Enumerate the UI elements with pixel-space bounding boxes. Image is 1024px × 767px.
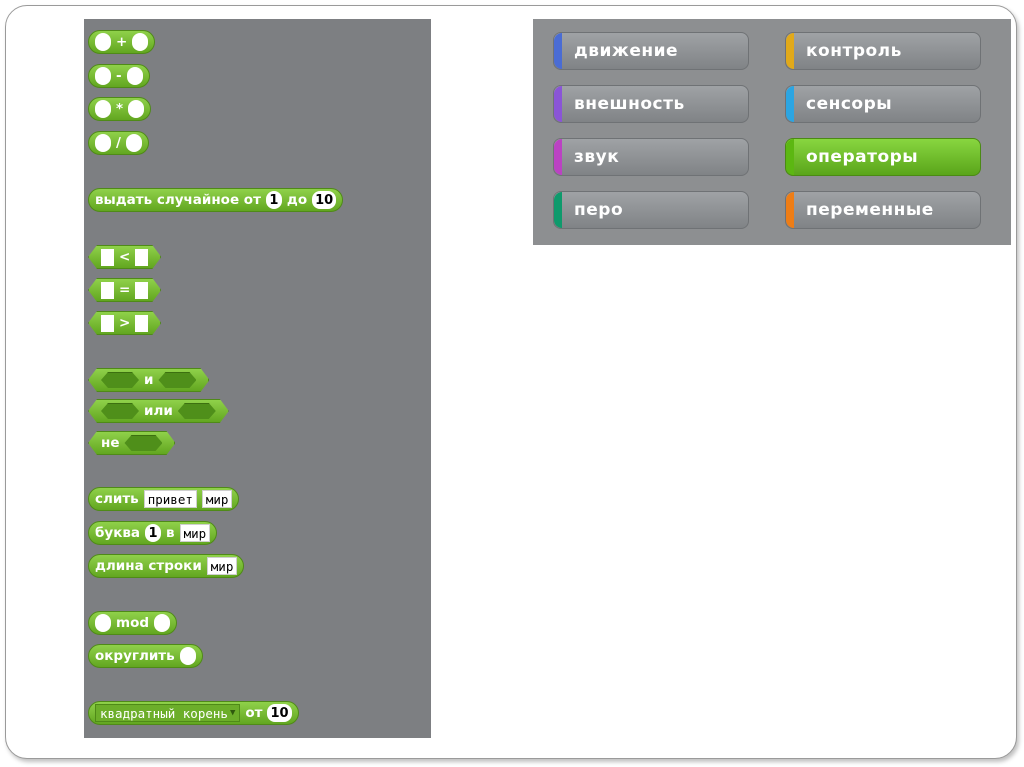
eq-right-slot[interactable] [135, 282, 148, 299]
join-block[interactable]: слить привет мир [88, 487, 240, 511]
eq-left-slot[interactable] [101, 282, 114, 299]
or-label: или [144, 403, 173, 419]
category-control[interactable]: контроль [785, 32, 981, 70]
div-left-slot[interactable] [95, 134, 111, 152]
random-from-slot[interactable]: 1 [265, 191, 282, 209]
mod-left-slot[interactable] [95, 614, 111, 632]
operators-palette: + - * / выдать случайное от 1 до 10 < = … [84, 19, 431, 738]
lt-right-slot[interactable] [135, 249, 148, 266]
less-than-block[interactable]: < [88, 245, 161, 269]
join-label: слить [95, 491, 139, 507]
not-label: не [101, 435, 120, 451]
random-label: выдать случайное от [95, 192, 261, 208]
and-block[interactable]: и [88, 368, 209, 392]
and-left-slot[interactable] [101, 372, 139, 388]
mul-right-slot[interactable] [128, 100, 145, 118]
category-label: перо [574, 200, 624, 220]
category-label: внешность [574, 94, 685, 114]
equals-block[interactable]: = [88, 278, 161, 302]
or-left-slot[interactable] [101, 403, 139, 419]
mod-right-slot[interactable] [154, 614, 171, 632]
eq-operator: = [119, 282, 131, 298]
letter-label: буква [95, 525, 141, 541]
random-to-slot[interactable]: 10 [312, 191, 337, 209]
math-function-dropdown[interactable]: квадратный корень ▼ [95, 704, 241, 722]
category-color-stripe [786, 139, 794, 175]
and-right-slot[interactable] [158, 372, 196, 388]
gt-left-slot[interactable] [101, 315, 114, 332]
add-block[interactable]: + [88, 30, 156, 54]
join-second-input[interactable]: мир [201, 490, 233, 508]
dropdown-arrow-icon: ▼ [229, 708, 236, 718]
category-looks[interactable]: внешность [553, 85, 749, 123]
add-right-slot[interactable] [132, 33, 149, 51]
mod-block[interactable]: mod [88, 611, 178, 635]
lt-operator: < [119, 249, 131, 265]
round-label: округлить [95, 648, 175, 664]
category-color-stripe [554, 86, 562, 122]
div-operator: / [116, 135, 121, 151]
greater-than-block[interactable]: > [88, 311, 161, 335]
letter-text-input[interactable]: мир [179, 524, 211, 542]
sub-left-slot[interactable] [95, 67, 111, 85]
length-text-input[interactable]: мир [206, 557, 238, 575]
letter-of-block[interactable]: буква 1 в мир [88, 521, 218, 545]
lt-left-slot[interactable] [101, 249, 114, 266]
category-label: переменные [806, 200, 934, 220]
math-function-value: квадратный корень [100, 705, 228, 721]
category-motion[interactable]: движение [553, 32, 749, 70]
category-label: движение [574, 41, 679, 61]
add-left-slot[interactable] [95, 33, 111, 51]
math-function-block[interactable]: квадратный корень ▼ от 10 [88, 701, 299, 725]
category-selector: движение контроль внешность сенсоры звук… [533, 19, 1011, 245]
and-label: и [144, 372, 154, 388]
random-block[interactable]: выдать случайное от 1 до 10 [88, 188, 344, 212]
letter-in-label: в [166, 525, 175, 541]
letter-index-slot[interactable]: 1 [145, 524, 162, 542]
random-to-label: до [286, 192, 308, 208]
join-first-input[interactable]: привет [143, 490, 197, 508]
div-right-slot[interactable] [125, 134, 142, 152]
category-color-stripe [786, 192, 794, 228]
category-label: сенсоры [806, 94, 893, 114]
or-right-slot[interactable] [178, 403, 216, 419]
mod-label: mod [116, 615, 150, 631]
category-color-stripe [554, 33, 562, 69]
math-function-of-label: от [245, 705, 263, 721]
category-sensing[interactable]: сенсоры [785, 85, 981, 123]
divide-block[interactable]: / [88, 131, 149, 155]
math-function-value-slot[interactable]: 10 [267, 704, 292, 722]
round-slot[interactable] [179, 647, 196, 665]
category-color-stripe [554, 192, 562, 228]
not-slot[interactable] [124, 435, 162, 451]
category-variables[interactable]: переменные [785, 191, 981, 229]
category-sound[interactable]: звук [553, 138, 749, 176]
round-block[interactable]: округлить [88, 644, 203, 668]
category-label: операторы [806, 147, 919, 167]
category-label: контроль [806, 41, 902, 61]
subtract-block[interactable]: - [88, 64, 150, 88]
not-block[interactable]: не [88, 431, 175, 455]
gt-operator: > [119, 315, 131, 331]
sub-right-slot[interactable] [126, 67, 143, 85]
mul-operator: * [116, 101, 124, 117]
gt-right-slot[interactable] [135, 315, 148, 332]
length-of-block[interactable]: длина строки мир [88, 554, 245, 578]
mul-left-slot[interactable] [95, 100, 111, 118]
sub-operator: - [116, 68, 122, 84]
length-label: длина строки [95, 558, 202, 574]
category-label: звук [574, 147, 620, 167]
category-pen[interactable]: перо [553, 191, 749, 229]
or-block[interactable]: или [88, 399, 229, 423]
category-operators[interactable]: операторы [785, 138, 981, 176]
category-color-stripe [786, 86, 794, 122]
category-color-stripe [786, 33, 794, 69]
add-operator: + [116, 34, 128, 50]
category-color-stripe [554, 139, 562, 175]
multiply-block[interactable]: * [88, 97, 152, 121]
